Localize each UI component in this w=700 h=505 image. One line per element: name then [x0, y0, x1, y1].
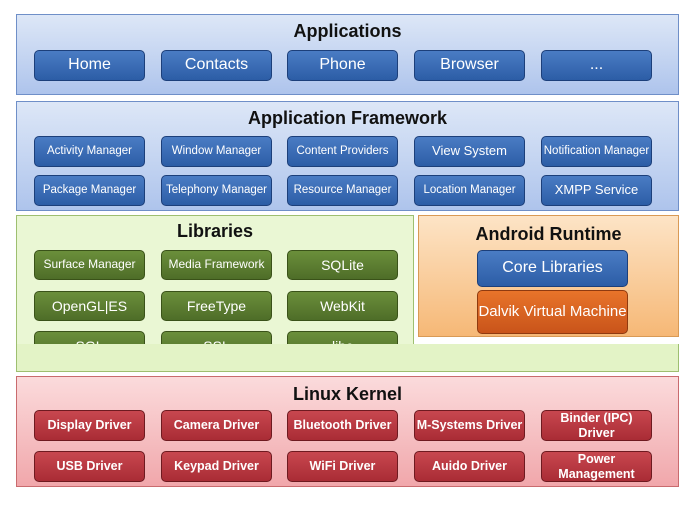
- libraries-layer-bottom: [16, 344, 679, 372]
- kernel-binder-driver: Binder (IPC) Driver: [541, 410, 652, 441]
- lib-freetype: FreeType: [161, 291, 272, 321]
- lib-sqlite: SQLite: [287, 250, 398, 280]
- fw-resource-manager: Resource Manager: [287, 175, 398, 206]
- framework-title: Application Framework: [247, 108, 448, 128]
- libraries-title: Libraries: [176, 221, 254, 241]
- app-browser: Browser: [414, 50, 525, 81]
- core-libraries: Core Libraries: [477, 250, 628, 287]
- fw-window-manager: Window Manager: [161, 136, 272, 167]
- dalvik-vm: Dalvik Virtual Machine: [477, 290, 628, 334]
- kernel-keypad-driver: Keypad Driver: [161, 451, 272, 482]
- fw-location-manager: Location Manager: [414, 175, 525, 206]
- framework-layer: Application Framework Activity Manager W…: [16, 101, 679, 211]
- runtime-title: Android Runtime: [475, 224, 622, 244]
- kernel-camera-driver: Camera Driver: [161, 410, 272, 441]
- fw-notification-manager: Notification Manager: [541, 136, 652, 167]
- app-home: Home: [34, 50, 145, 81]
- fw-xmpp-service: XMPP Service: [541, 175, 652, 206]
- kernel-audio-driver: Auido Driver: [414, 451, 525, 482]
- kernel-m-systems-driver: M-Systems Driver: [414, 410, 525, 441]
- kernel-usb-driver: USB Driver: [34, 451, 145, 482]
- linux-kernel-layer: Linux Kernel Display Driver Camera Drive…: [16, 376, 679, 487]
- app-phone: Phone: [287, 50, 398, 81]
- fw-content-providers: Content Providers: [287, 136, 398, 167]
- kernel-power-management: Power Management: [541, 451, 652, 482]
- applications-title: Applications: [293, 21, 402, 41]
- libraries-layer: Libraries Surface Manager Media Framewor…: [16, 215, 414, 361]
- fw-view-system: View System: [414, 136, 525, 167]
- app-contacts: Contacts: [161, 50, 272, 81]
- applications-layer: Applications Home Contacts Phone Browser…: [16, 14, 679, 95]
- fw-telephony-manager: Telephony Manager: [161, 175, 272, 206]
- lib-webkit: WebKit: [287, 291, 398, 321]
- fw-activity-manager: Activity Manager: [34, 136, 145, 167]
- kernel-wifi-driver: WiFi Driver: [287, 451, 398, 482]
- lib-surface-manager: Surface Manager: [34, 250, 145, 280]
- android-runtime-layer: Android Runtime Core Libraries Dalvik Vi…: [418, 215, 679, 337]
- kernel-title: Linux Kernel: [292, 384, 403, 404]
- lib-opengl-es: OpenGL|ES: [34, 291, 145, 321]
- kernel-display-driver: Display Driver: [34, 410, 145, 441]
- fw-package-manager: Package Manager: [34, 175, 145, 206]
- lib-media-framework: Media Framework: [161, 250, 272, 280]
- app-more: ...: [541, 50, 652, 81]
- kernel-bluetooth-driver: Bluetooth Driver: [287, 410, 398, 441]
